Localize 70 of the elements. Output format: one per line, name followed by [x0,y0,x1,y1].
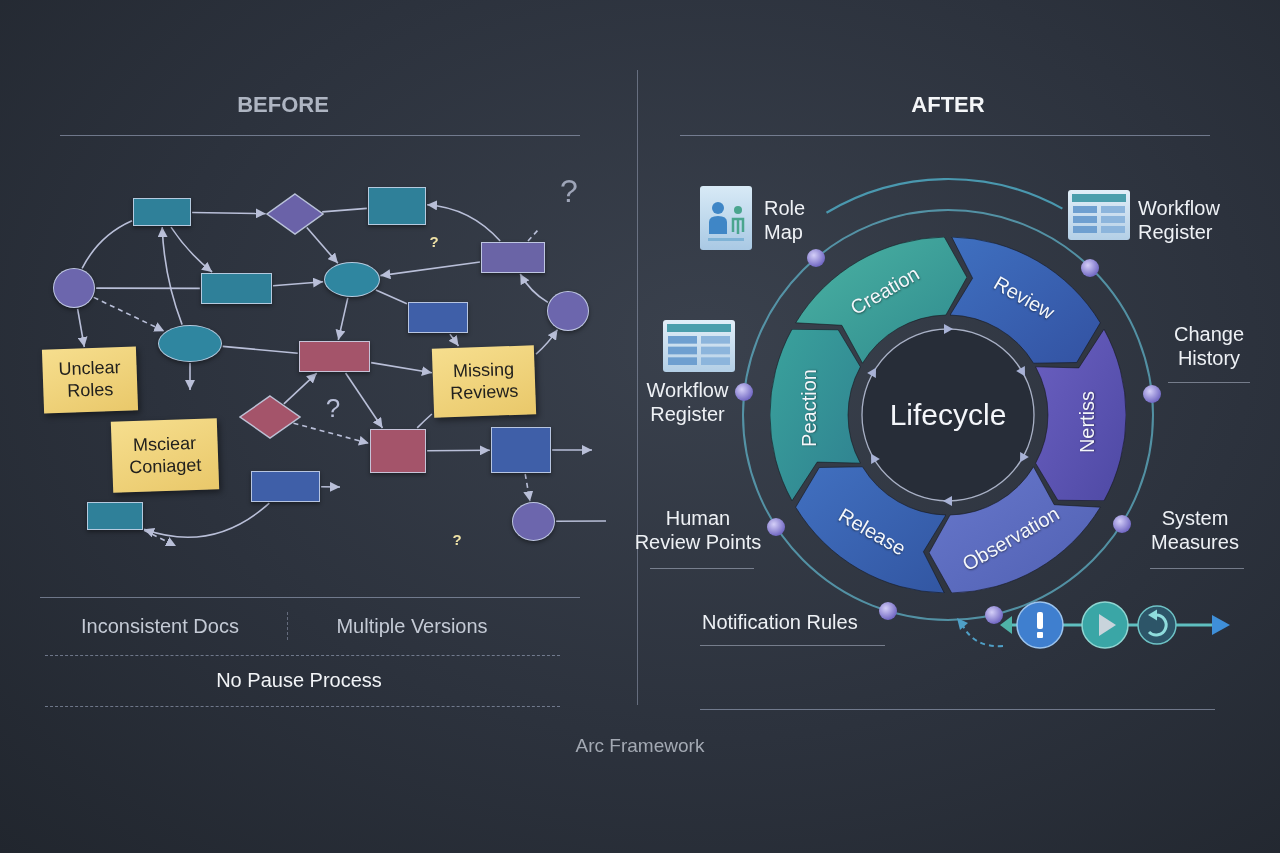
issue-label: Inconsistent Docs [80,614,240,638]
line [95,287,201,290]
process-box [87,502,143,530]
arrow [76,308,88,348]
segment-label: Nertiss [1075,391,1099,454]
arrow [170,226,213,273]
arrow [519,273,549,304]
sticky-note: Msciear Coniaget [110,418,220,493]
arrow [157,226,183,326]
segment-label: Peaction [797,368,821,447]
line [81,220,133,270]
arrow [344,372,384,429]
arrow [143,502,271,539]
flow-circle [512,502,555,541]
caption: Arc Framework [574,735,706,757]
process-box [299,341,370,372]
process-box [368,187,426,225]
dashed-arrow [292,422,370,446]
process-box [133,198,191,226]
issue-label: Multiple Versions [335,614,489,638]
section-heading: BEFORE [236,92,330,119]
feature-label: Workflow Register [645,378,730,426]
line [221,345,299,354]
feature-label: Change History [1172,322,1246,370]
question-mark: ? [451,531,463,549]
arrow [283,372,318,405]
flow-circle [53,268,95,308]
line [321,207,368,213]
arrow [426,445,491,456]
feature-label: Notification Rules [702,610,858,634]
question-mark: ? [559,172,579,211]
process-box [370,429,426,473]
arrow [379,261,481,280]
arrow [426,200,501,242]
arrow [335,297,349,341]
issue-label: No Pause Process [215,668,383,692]
flow-circle [547,291,589,331]
line [416,413,433,429]
arrow [185,362,195,391]
dashed-arrow [143,529,177,547]
line [375,289,408,305]
arrow [551,445,593,455]
process-box [251,471,320,502]
arrow [320,481,341,492]
process-box [491,427,551,473]
flow-ellipse [158,325,222,362]
sticky-note: Missing Reviews [431,345,537,418]
process-box [201,273,272,304]
dashed-line [527,229,539,242]
section-heading: AFTER [910,92,986,119]
dashed-arrow [92,296,166,332]
arrow [448,333,460,347]
feature-label: Role Map [764,196,807,244]
arrow [191,208,267,219]
process-box [481,242,545,273]
question-mark: ? [428,233,440,251]
feature-label: System Measures [1150,506,1240,554]
flow-ellipse [324,262,380,297]
sticky-note: Unclear Roles [41,346,139,414]
question-mark: ? [324,393,342,425]
line [555,520,607,523]
arrow [272,277,324,288]
arrow [306,226,339,265]
center-label: Lifecycle [889,398,1007,432]
feature-label: Workflow Register [1138,196,1221,244]
feature-label: Human Review Points [633,506,763,554]
process-box [408,302,468,333]
arrow [535,328,559,355]
dashed-arrow [523,473,534,502]
arrow [370,361,433,377]
